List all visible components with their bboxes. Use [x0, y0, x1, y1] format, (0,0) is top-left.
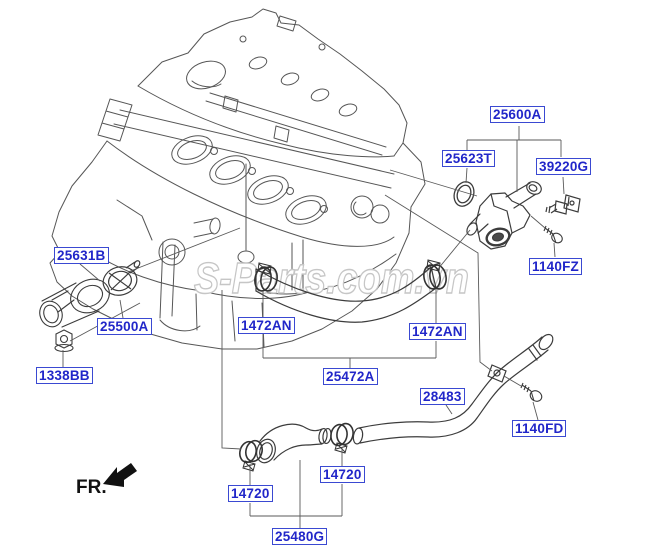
- oring-drawing: [453, 181, 475, 207]
- thermostat-housing-drawing: [466, 181, 542, 250]
- part-label-25480g[interactable]: 25480G: [272, 528, 328, 545]
- bolt-1140fz-drawing: [543, 225, 563, 244]
- thermostat-drawing: [102, 260, 141, 296]
- front-direction-arrow-icon: [103, 463, 137, 487]
- lower-clamp-right-drawing: [330, 422, 354, 454]
- lower-clamp-left-drawing: [239, 439, 263, 472]
- part-label-25472a[interactable]: 25472A: [323, 368, 378, 385]
- part-label-25623t[interactable]: 25623T: [442, 150, 495, 167]
- part-label-1140fd[interactable]: 1140FD: [512, 420, 567, 437]
- leader-lines: [62, 126, 565, 528]
- part-label-1472an-left[interactable]: 1472AN: [238, 317, 295, 334]
- part-label-25631b[interactable]: 25631B: [54, 247, 109, 264]
- part-label-1472an-right[interactable]: 1472AN: [409, 323, 466, 340]
- upper-hose-drawing: [255, 266, 437, 323]
- nut-drawing: [54, 329, 74, 353]
- front-direction-label: FR.: [76, 477, 107, 498]
- part-label-25500a[interactable]: 25500A: [97, 318, 152, 335]
- hose-clamp-right-drawing: [423, 259, 447, 290]
- part-label-1338bb[interactable]: 1338BB: [36, 367, 93, 384]
- watermark-text: S-Parts.com.vn: [194, 254, 469, 303]
- part-label-14720-left[interactable]: 14720: [228, 485, 273, 502]
- hose-clamp-left-drawing: [254, 262, 278, 292]
- bolt-1140fd-drawing: [520, 382, 543, 402]
- part-label-28483[interactable]: 28483: [420, 388, 465, 405]
- coolant-temp-sensor-drawing: [545, 194, 581, 215]
- lower-hose-drawing: [256, 423, 332, 464]
- part-label-14720-right[interactable]: 14720: [320, 466, 365, 483]
- part-label-39220g[interactable]: 39220G: [536, 158, 592, 175]
- part-label-25600a[interactable]: 25600A: [490, 106, 545, 123]
- coolant-pipe-drawing: [352, 333, 554, 445]
- water-inlet-fitting-drawing: [39, 278, 110, 328]
- part-label-1140fz[interactable]: 1140FZ: [529, 258, 582, 275]
